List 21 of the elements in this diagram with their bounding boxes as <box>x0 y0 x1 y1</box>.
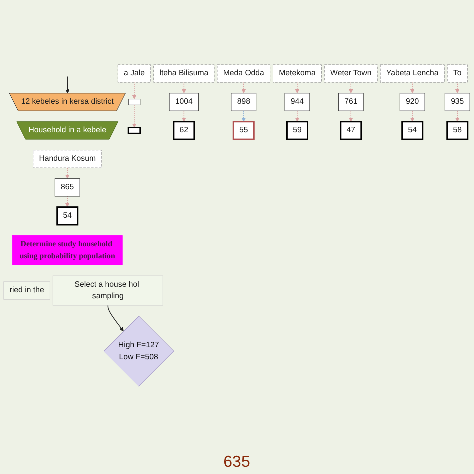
arrow <box>108 305 124 332</box>
arrow <box>242 82 246 94</box>
arrow <box>66 76 70 94</box>
arrow <box>410 110 415 122</box>
arrow <box>132 82 137 100</box>
arrow <box>348 110 354 122</box>
node-box <box>128 99 141 106</box>
arrow <box>410 82 415 94</box>
arrow <box>242 110 246 122</box>
arrow <box>132 105 137 128</box>
arrow <box>182 110 186 122</box>
arrow <box>65 196 70 208</box>
node-box <box>128 127 142 135</box>
value-label: 635 <box>224 454 250 472</box>
arrow <box>295 110 300 122</box>
arrow <box>182 82 186 94</box>
arrow <box>455 110 460 122</box>
arrow <box>295 82 300 94</box>
arrow <box>348 82 354 94</box>
arrow <box>65 168 70 180</box>
arrow <box>455 82 460 94</box>
